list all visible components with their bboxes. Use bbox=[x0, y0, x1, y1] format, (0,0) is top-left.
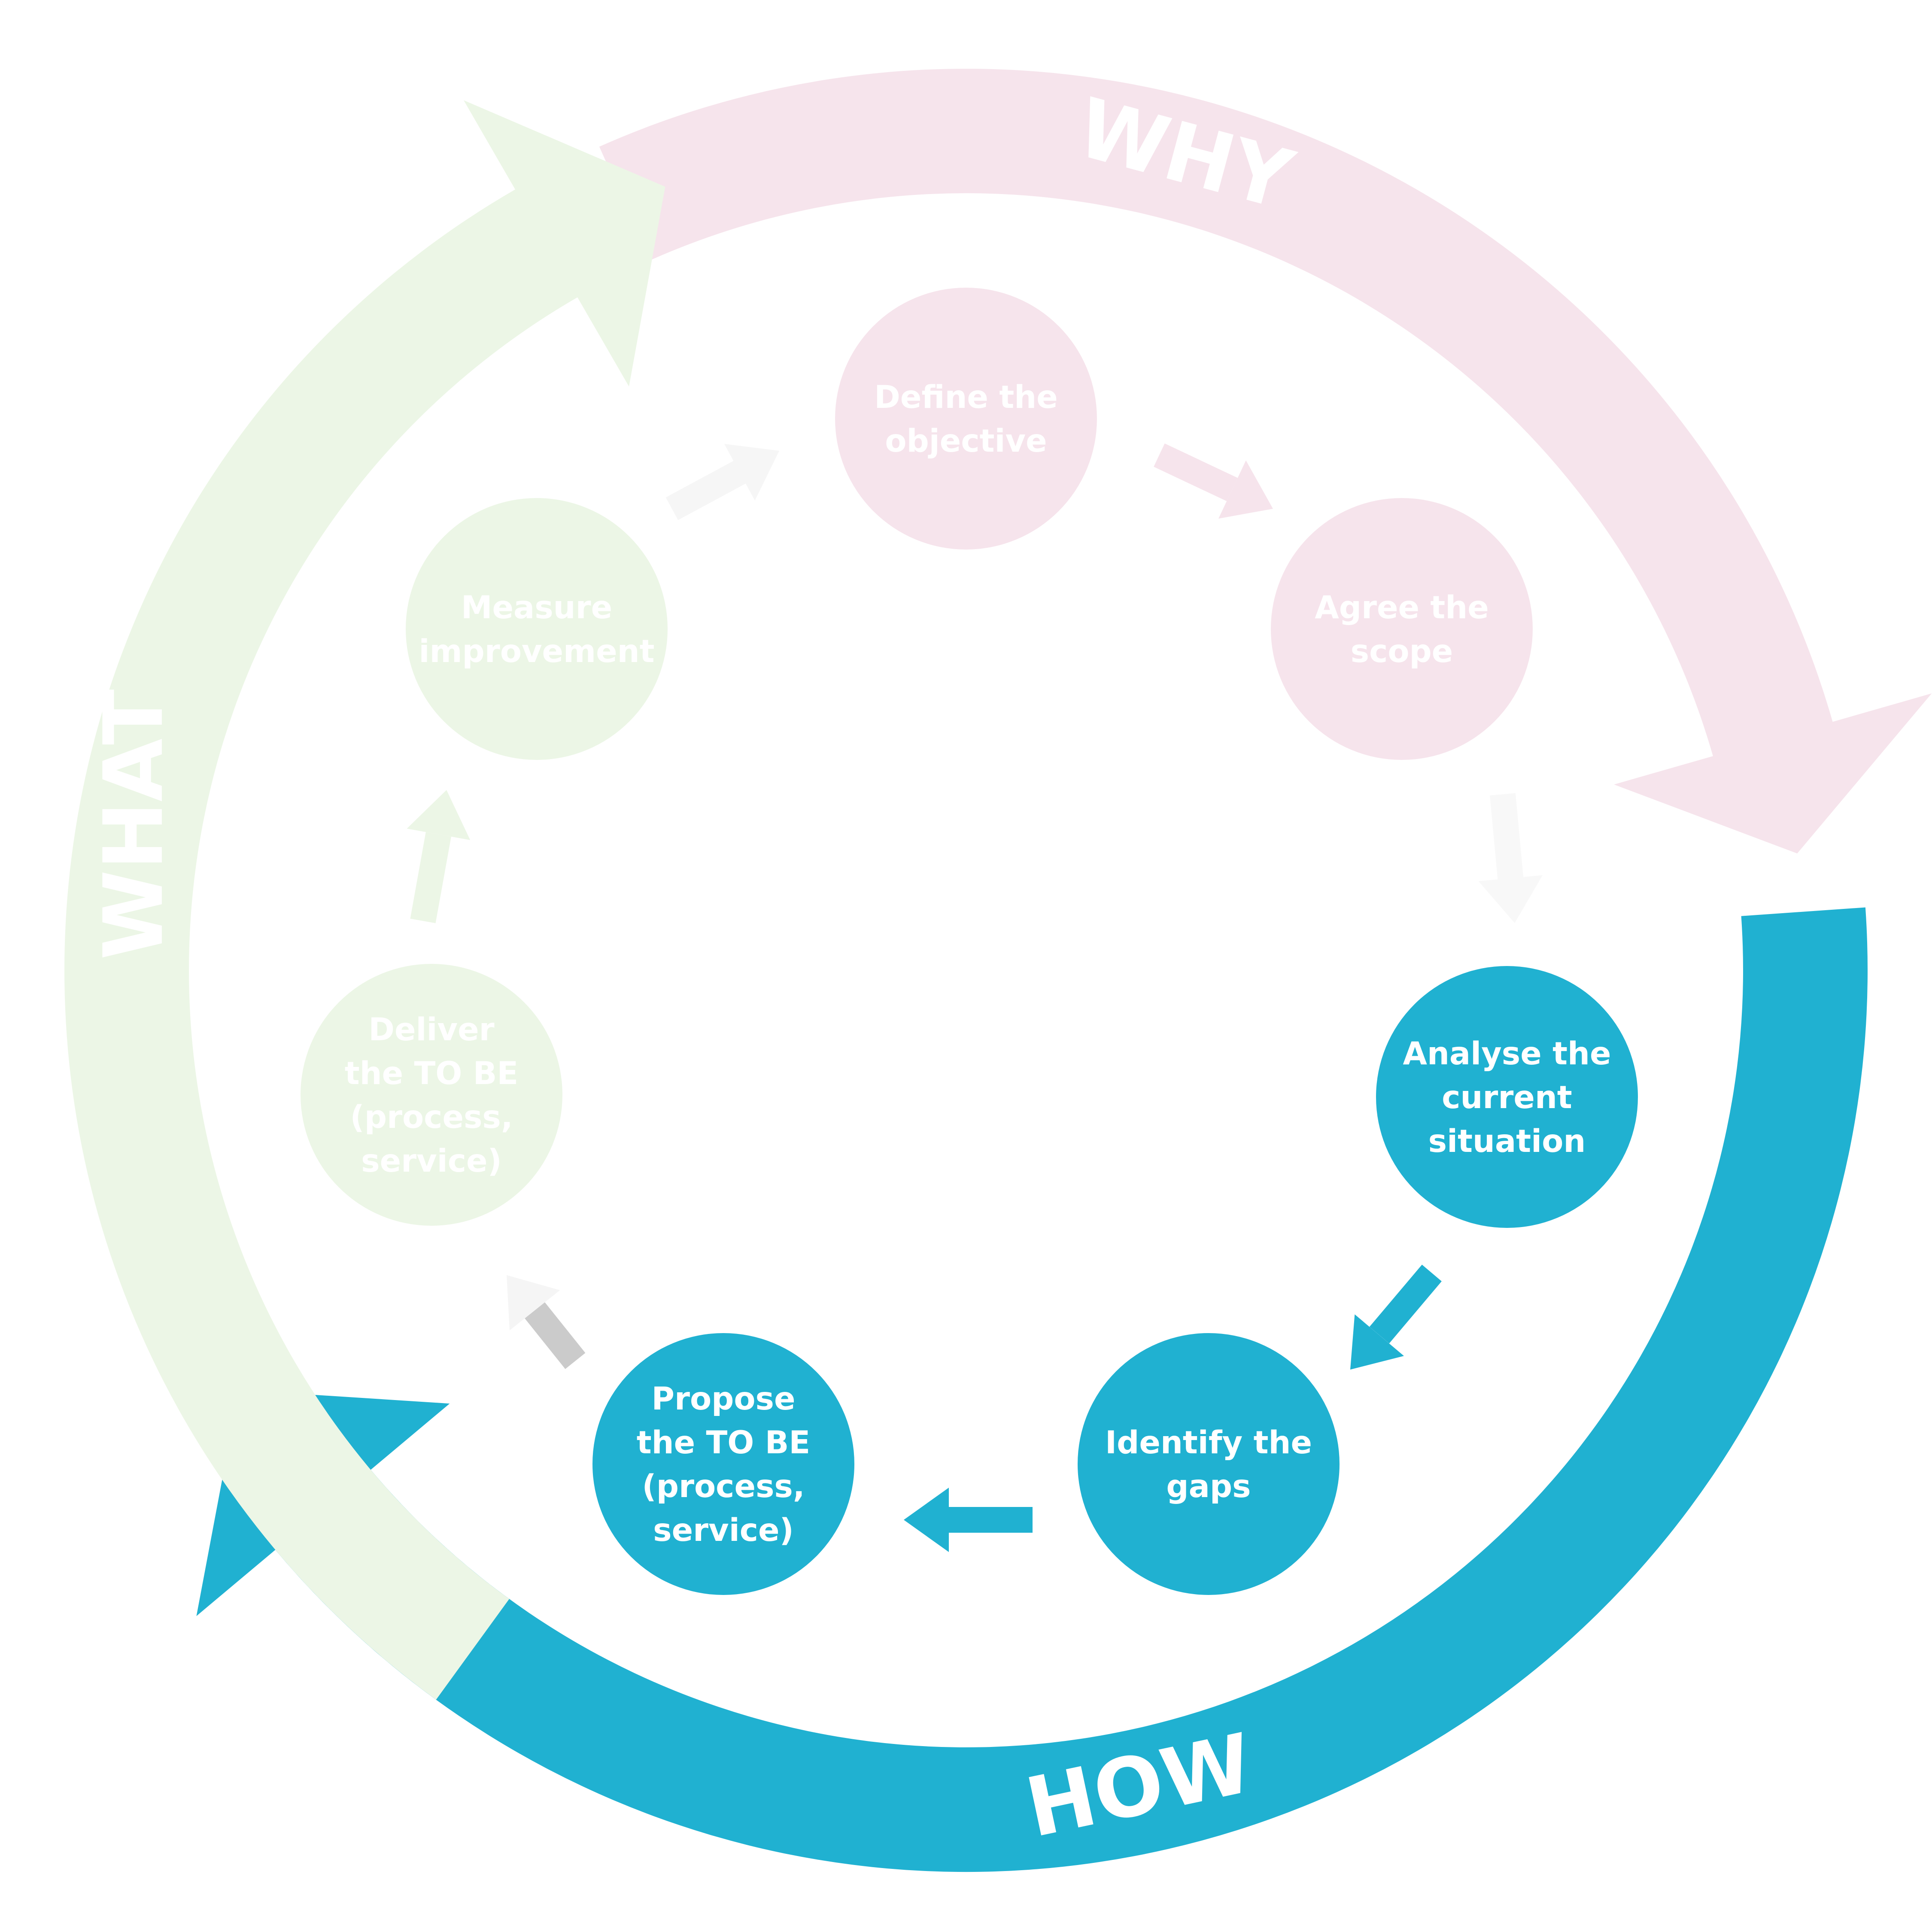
step-node-identify: Identify the gaps bbox=[1078, 1333, 1340, 1595]
connector-identify-to-propose bbox=[904, 1488, 1033, 1552]
band-arrow-how bbox=[196, 907, 1868, 1872]
step-label-deliver-line-2: the TO BE bbox=[345, 1055, 519, 1092]
connector-shaft bbox=[410, 832, 451, 923]
connector-shaft bbox=[525, 1302, 586, 1369]
step-label-define-line-1: Define the bbox=[874, 379, 1058, 416]
connector-propose-to-deliver bbox=[507, 1275, 586, 1369]
connector-agree-to-analyse bbox=[1478, 793, 1543, 923]
step-label-analyse-line-1: Analyse the bbox=[1403, 1036, 1611, 1072]
step-node-agree: Agree the scope bbox=[1271, 498, 1533, 760]
connector-arrowhead bbox=[407, 790, 471, 840]
step-node-deliver: Deliver the TO BE (process, service) bbox=[301, 964, 562, 1226]
connector-shaft bbox=[949, 1507, 1033, 1533]
phase-label-what: WHAT bbox=[86, 689, 181, 960]
step-node-measure: Measure improvement bbox=[406, 498, 668, 760]
step-label-agree-line-1: Agree the bbox=[1315, 589, 1489, 626]
band-arrow-why bbox=[599, 69, 1932, 854]
connector-arrowhead bbox=[1218, 460, 1273, 519]
step-circle-analyse bbox=[1376, 966, 1638, 1228]
connector-arrowhead bbox=[1478, 875, 1543, 923]
connector-deliver-to-measure bbox=[407, 790, 471, 923]
step-label-propose-line-2: the TO BE bbox=[637, 1425, 811, 1461]
step-label-propose-line-4: service) bbox=[653, 1512, 794, 1549]
connector-arrowhead bbox=[904, 1488, 949, 1552]
step-node-analyse: Analyse the current situation bbox=[1376, 966, 1638, 1228]
step-label-define-line-2: objective bbox=[885, 423, 1047, 459]
connector-shaft bbox=[1154, 443, 1238, 501]
band-arrow-what bbox=[64, 100, 665, 1700]
step-circle-deliver bbox=[301, 964, 562, 1226]
step-label-measure-line-2: improvement bbox=[419, 633, 654, 670]
step-label-agree-line-2: scope bbox=[1351, 633, 1453, 670]
connector-measure-to-define bbox=[665, 444, 779, 520]
step-circle-propose bbox=[592, 1333, 854, 1595]
step-label-identify-line-1: Identify the bbox=[1105, 1425, 1312, 1461]
step-label-analyse-line-3: situation bbox=[1428, 1123, 1586, 1160]
step-node-define: Define the objective bbox=[835, 288, 1097, 550]
step-label-deliver-line-3: (process, bbox=[350, 1099, 513, 1136]
step-circle-define bbox=[835, 288, 1097, 550]
step-label-deliver-line-1: Deliver bbox=[368, 1012, 494, 1048]
connector-shaft bbox=[1490, 793, 1524, 880]
connector-shaft bbox=[665, 461, 746, 520]
connector-arrowhead bbox=[507, 1275, 560, 1331]
step-circle-measure bbox=[406, 498, 668, 760]
step-circle-identify bbox=[1078, 1333, 1340, 1595]
step-label-deliver-line-4: service) bbox=[361, 1143, 502, 1179]
step-label-identify-line-2: gaps bbox=[1166, 1468, 1251, 1505]
connector-analyse-to-identify bbox=[1350, 1264, 1442, 1370]
step-label-measure-line-1: Measure bbox=[461, 589, 612, 626]
connector-define-to-agree bbox=[1154, 443, 1273, 519]
connector-arrowhead bbox=[1350, 1314, 1404, 1370]
step-label-propose-line-1: Propose bbox=[651, 1381, 795, 1417]
step-circle-agree bbox=[1271, 498, 1533, 760]
step-label-analyse-line-2: current bbox=[1442, 1079, 1572, 1116]
connector-shaft bbox=[1369, 1264, 1442, 1344]
step-label-propose-line-3: (process, bbox=[642, 1468, 805, 1505]
step-node-propose: Propose the TO BE (process, service) bbox=[592, 1333, 854, 1595]
connector-arrowhead bbox=[724, 444, 779, 501]
